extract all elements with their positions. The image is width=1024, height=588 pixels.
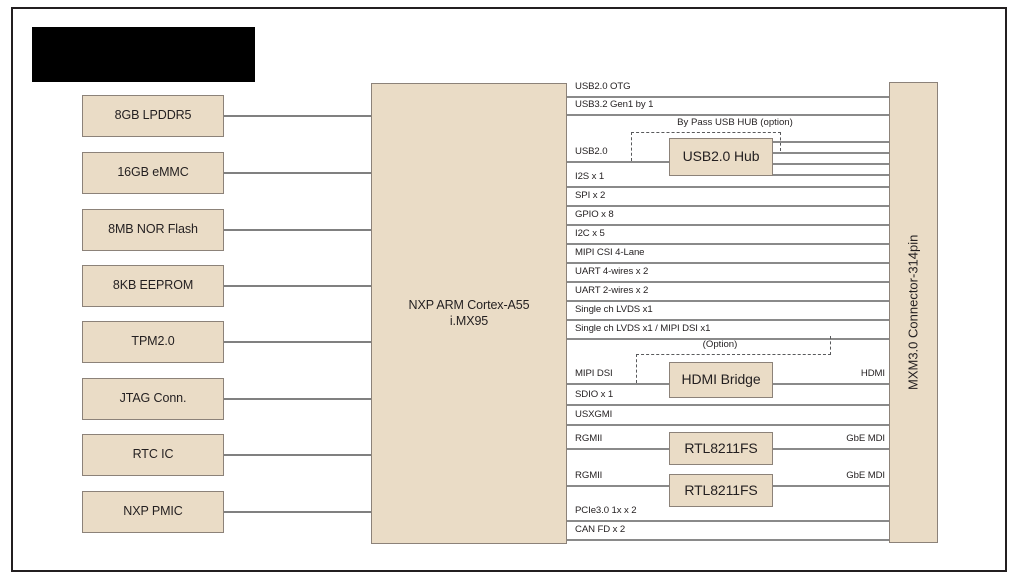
bus-hub-out-4	[773, 174, 889, 176]
soc-label-line2: i.MX95	[449, 313, 489, 328]
iflabel-pcie: PCIe3.0 1x x 2	[575, 505, 637, 516]
bus-sdio	[567, 404, 889, 406]
bus-hdmi-out	[773, 383, 889, 385]
dashed-hdmi-horizontal	[636, 354, 831, 355]
chip-label: RTL8211FS	[684, 481, 758, 498]
wire-rtc	[224, 454, 371, 456]
iflabel-usb2-otg: USB2.0 OTG	[575, 81, 631, 92]
bus-lvds-mipi-dsi	[567, 338, 889, 340]
bus-rgmii-2-in	[567, 485, 669, 487]
bus-usb32-gen1	[567, 114, 889, 116]
iflabel-gbe-mdi-1: GbE MDI	[846, 433, 885, 444]
bus-canfd	[567, 539, 889, 541]
block-eeprom[interactable]: 8KB EEPROM	[82, 265, 224, 307]
dashed-hdmi-right-rise	[830, 336, 831, 355]
bus-uart-2wire	[567, 300, 889, 302]
iflabel-spi: SPI x 2	[575, 190, 606, 201]
iflabel-rgmii-1: RGMII	[575, 433, 603, 444]
bus-hub-out-1	[773, 141, 889, 143]
chip-usb2-hub[interactable]: USB2.0 Hub	[669, 138, 773, 176]
bus-spi	[567, 205, 889, 207]
redacted-title-block	[32, 27, 255, 82]
chip-label: HDMI Bridge	[681, 371, 761, 388]
diagram-frame	[11, 7, 1007, 572]
iflabel-mipi-csi: MIPI CSI 4-Lane	[575, 247, 645, 258]
mxm-connector-label: MXM3.0 Connector-314pin	[905, 234, 921, 391]
wire-lpddr5	[224, 115, 371, 117]
bus-i2c	[567, 243, 889, 245]
bus-rgmii-1-in	[567, 448, 669, 450]
iflabel-canfd: CAN FD x 2	[575, 524, 626, 535]
block-jtag-connector[interactable]: JTAG Conn.	[82, 378, 224, 420]
mxm-connector-block[interactable]: MXM3.0 Connector-314pin	[889, 82, 938, 543]
chip-label: USB2.0 Hub	[682, 148, 760, 165]
iflabel-hdmi: HDMI	[860, 368, 885, 379]
block-tpm[interactable]: TPM2.0	[82, 321, 224, 363]
wire-pmic	[224, 511, 371, 513]
bus-gbe-mdi-2	[773, 485, 889, 487]
block-nor-flash[interactable]: 8MB NOR Flash	[82, 209, 224, 251]
dashed-bypass-left-drop	[631, 132, 632, 161]
dashed-hdmi-left-drop	[636, 354, 637, 383]
block-label: 16GB eMMC	[117, 165, 189, 180]
bus-mipi-csi	[567, 262, 889, 264]
soc-block[interactable]: NXP ARM Cortex-A55 i.MX95	[371, 83, 567, 544]
iflabel-lvds-mipi-dsi: Single ch LVDS x1 / MIPI DSI x1	[575, 323, 711, 334]
soc-label-line1: NXP ARM Cortex-A55	[408, 297, 530, 312]
wire-emmc	[224, 172, 371, 174]
wire-nor-flash	[224, 229, 371, 231]
bus-gpio	[567, 224, 889, 226]
iflabel-usb2: USB2.0	[575, 146, 608, 157]
bus-gbe-mdi-1	[773, 448, 889, 450]
iflabel-gbe-mdi-2: GbE MDI	[846, 470, 885, 481]
iflabel-usxgmi: USXGMI	[575, 409, 613, 420]
wire-jtag	[224, 398, 371, 400]
bus-mipi-dsi-in	[567, 383, 669, 385]
bus-pcie	[567, 520, 889, 522]
block-lpddr5[interactable]: 8GB LPDDR5	[82, 95, 224, 137]
iflabel-gpio: GPIO x 8	[575, 209, 614, 220]
block-label: 8GB LPDDR5	[114, 108, 192, 123]
bus-usb2-in	[567, 161, 669, 163]
chip-label: RTL8211FS	[684, 439, 758, 456]
chip-rtl8211fs-1[interactable]: RTL8211FS	[669, 432, 773, 465]
wire-eeprom	[224, 285, 371, 287]
block-emmc[interactable]: 16GB eMMC	[82, 152, 224, 194]
block-rtc-ic[interactable]: RTC IC	[82, 434, 224, 476]
dashed-bypass-horizontal	[631, 132, 781, 133]
iflabel-uart-2wire: UART 2-wires x 2	[575, 285, 649, 296]
bus-uart-4wire	[567, 281, 889, 283]
iflabel-rgmii-2: RGMII	[575, 470, 603, 481]
block-pmic[interactable]: NXP PMIC	[82, 491, 224, 533]
chip-rtl8211fs-2[interactable]: RTL8211FS	[669, 474, 773, 507]
block-label: TPM2.0	[131, 334, 175, 349]
chip-hdmi-bridge[interactable]: HDMI Bridge	[669, 362, 773, 398]
block-label: JTAG Conn.	[119, 391, 187, 406]
iflabel-sdio: SDIO x 1	[575, 389, 614, 400]
iflabel-lvds: Single ch LVDS x1	[575, 304, 653, 315]
bus-lvds	[567, 319, 889, 321]
block-label: NXP PMIC	[123, 504, 183, 519]
bus-usxgmi	[567, 424, 889, 426]
block-label: 8KB EEPROM	[112, 278, 194, 293]
block-label: 8MB NOR Flash	[108, 222, 198, 237]
note-bypass-usb-hub: By Pass USB HUB (option)	[677, 117, 793, 128]
bus-i2s	[567, 186, 889, 188]
note-hdmi-option: (Option)	[702, 339, 738, 350]
iflabel-i2s: I2S x 1	[575, 171, 605, 182]
bus-hub-out-3	[773, 163, 889, 165]
wire-tpm	[224, 341, 371, 343]
bus-hub-out-2	[773, 152, 889, 154]
block-label: RTC IC	[132, 447, 174, 462]
iflabel-mipi-dsi: MIPI DSI	[575, 368, 613, 379]
iflabel-i2c: I2C x 5	[575, 228, 605, 239]
iflabel-usb32-gen1: USB3.2 Gen1 by 1	[575, 99, 654, 110]
iflabel-uart-4wire: UART 4-wires x 2	[575, 266, 649, 277]
bus-usb2-otg	[567, 96, 889, 98]
